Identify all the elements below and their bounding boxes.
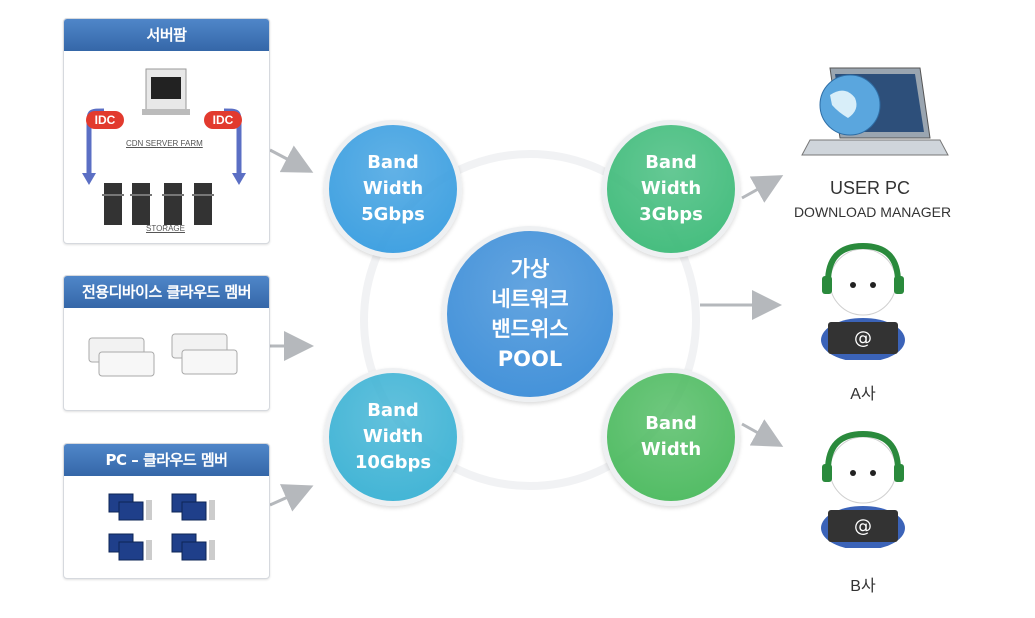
operator-icon: @ (821, 430, 905, 548)
storage-caption: STORAGE (146, 224, 185, 233)
center-pool-circle: 가상 네트워크 밴드위스 POOL (442, 226, 618, 402)
bandwidth-label: Band Width (640, 413, 702, 460)
bandwidth-5gbps-circle: Band Width 5Gbps (324, 120, 462, 258)
bandwidth-circle: Band Width (602, 368, 740, 506)
bandwidth-3gbps-circle: Band Width 3Gbps (602, 120, 740, 258)
download-manager-label: DOWNLOAD MANAGER (793, 204, 952, 220)
pc-cloud-title: PC – 클라우드 멤버 (64, 444, 269, 476)
company-b-label: B사 (850, 578, 876, 595)
company-a-label: A사 (850, 386, 876, 403)
device-cloud-title: 전용디바이스 클라우드 멤버 (64, 276, 269, 308)
operator-icon: @ (821, 242, 905, 360)
server-farm-card: 서버팜 IDC IDC CDN SERVER FARM STORAGE (63, 18, 270, 244)
bandwidth-10gbps-label: Band Width 10Gbps (354, 400, 432, 473)
bandwidth-5gbps-label: Band Width 5Gbps (361, 152, 425, 225)
svg-text:@: @ (854, 516, 872, 537)
device-cloud-card: 전용디바이스 클라우드 멤버 (63, 275, 270, 411)
laptop-globe-icon (801, 67, 949, 156)
server-farm-title: 서버팜 (64, 19, 269, 51)
device-icon (88, 333, 238, 377)
cdn-server-farm-caption: CDN SERVER FARM (126, 139, 203, 148)
pc-cloud-card: PC – 클라우드 멤버 (63, 443, 270, 579)
svg-text:@: @ (854, 328, 872, 349)
pool-ring (360, 150, 700, 490)
bandwidth-10gbps-circle: Band Width 10Gbps (324, 368, 462, 506)
user-pc-label: USER PC (829, 178, 910, 198)
storage-server-icon (102, 183, 214, 225)
pc-icon (108, 493, 215, 561)
bandwidth-3gbps-label: Band Width 3Gbps (639, 152, 703, 225)
center-pool-label: 가상 네트워크 밴드위스 POOL (491, 257, 569, 371)
idc-badge-right: IDC (204, 111, 242, 129)
idc-badge-left: IDC (86, 111, 124, 129)
